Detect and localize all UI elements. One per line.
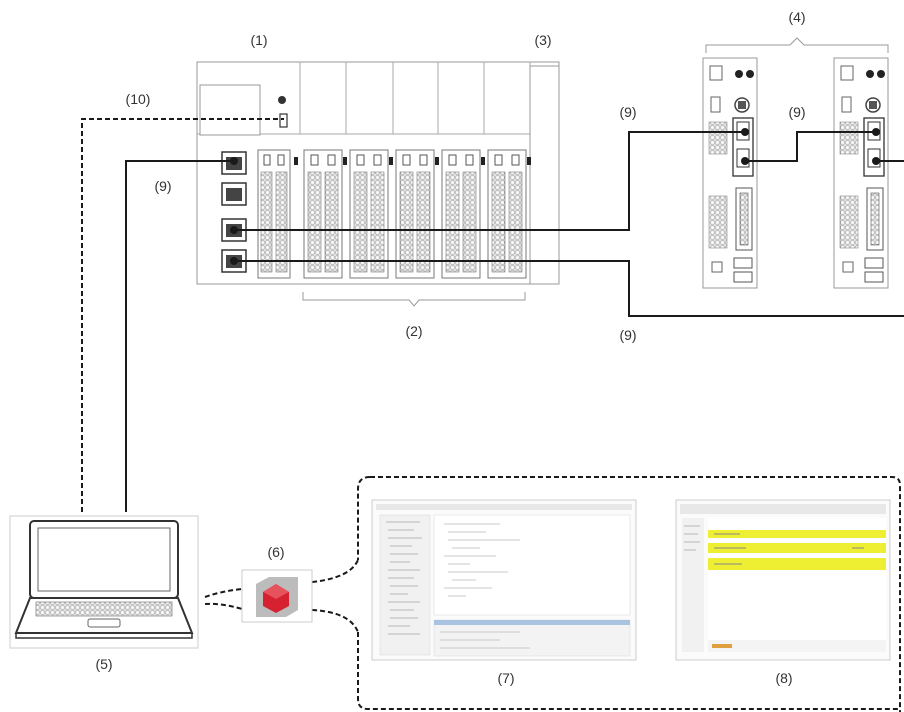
label-cable-return: (9)	[619, 327, 636, 343]
label-end-module: (3)	[534, 32, 551, 48]
link-laptop-icon-lower	[205, 604, 242, 609]
label-cable-servo1-servo2: (9)	[788, 104, 805, 120]
servo-drive-2	[834, 58, 888, 288]
software-screenshot-b	[676, 500, 890, 660]
label-usb-cable: (10)	[126, 91, 151, 107]
io-modules-bracket	[303, 292, 525, 306]
software-screenshot-a	[372, 500, 636, 660]
label-cable-laptop-controller: (9)	[154, 178, 171, 194]
usb-port	[280, 114, 287, 127]
label-cable-controller-servo1: (9)	[619, 104, 636, 120]
software-icon	[242, 570, 312, 622]
memory-card-slot	[200, 85, 260, 135]
label-io-modules: (2)	[405, 323, 422, 339]
laptop	[10, 516, 198, 648]
label-laptop: (5)	[95, 656, 112, 672]
label-servo-drives: (4)	[788, 9, 805, 25]
servo-drives-bracket	[706, 38, 888, 53]
servo-drive-1	[703, 58, 757, 288]
label-software-screen-a: (7)	[497, 670, 514, 686]
link-laptop-icon-upper	[205, 589, 242, 597]
label-software-screen-b: (8)	[775, 670, 792, 686]
label-controller: (1)	[250, 32, 267, 48]
end-module	[530, 66, 559, 284]
controller-rack	[197, 62, 559, 284]
label-software-icon: (6)	[267, 544, 284, 560]
status-led	[278, 96, 286, 104]
